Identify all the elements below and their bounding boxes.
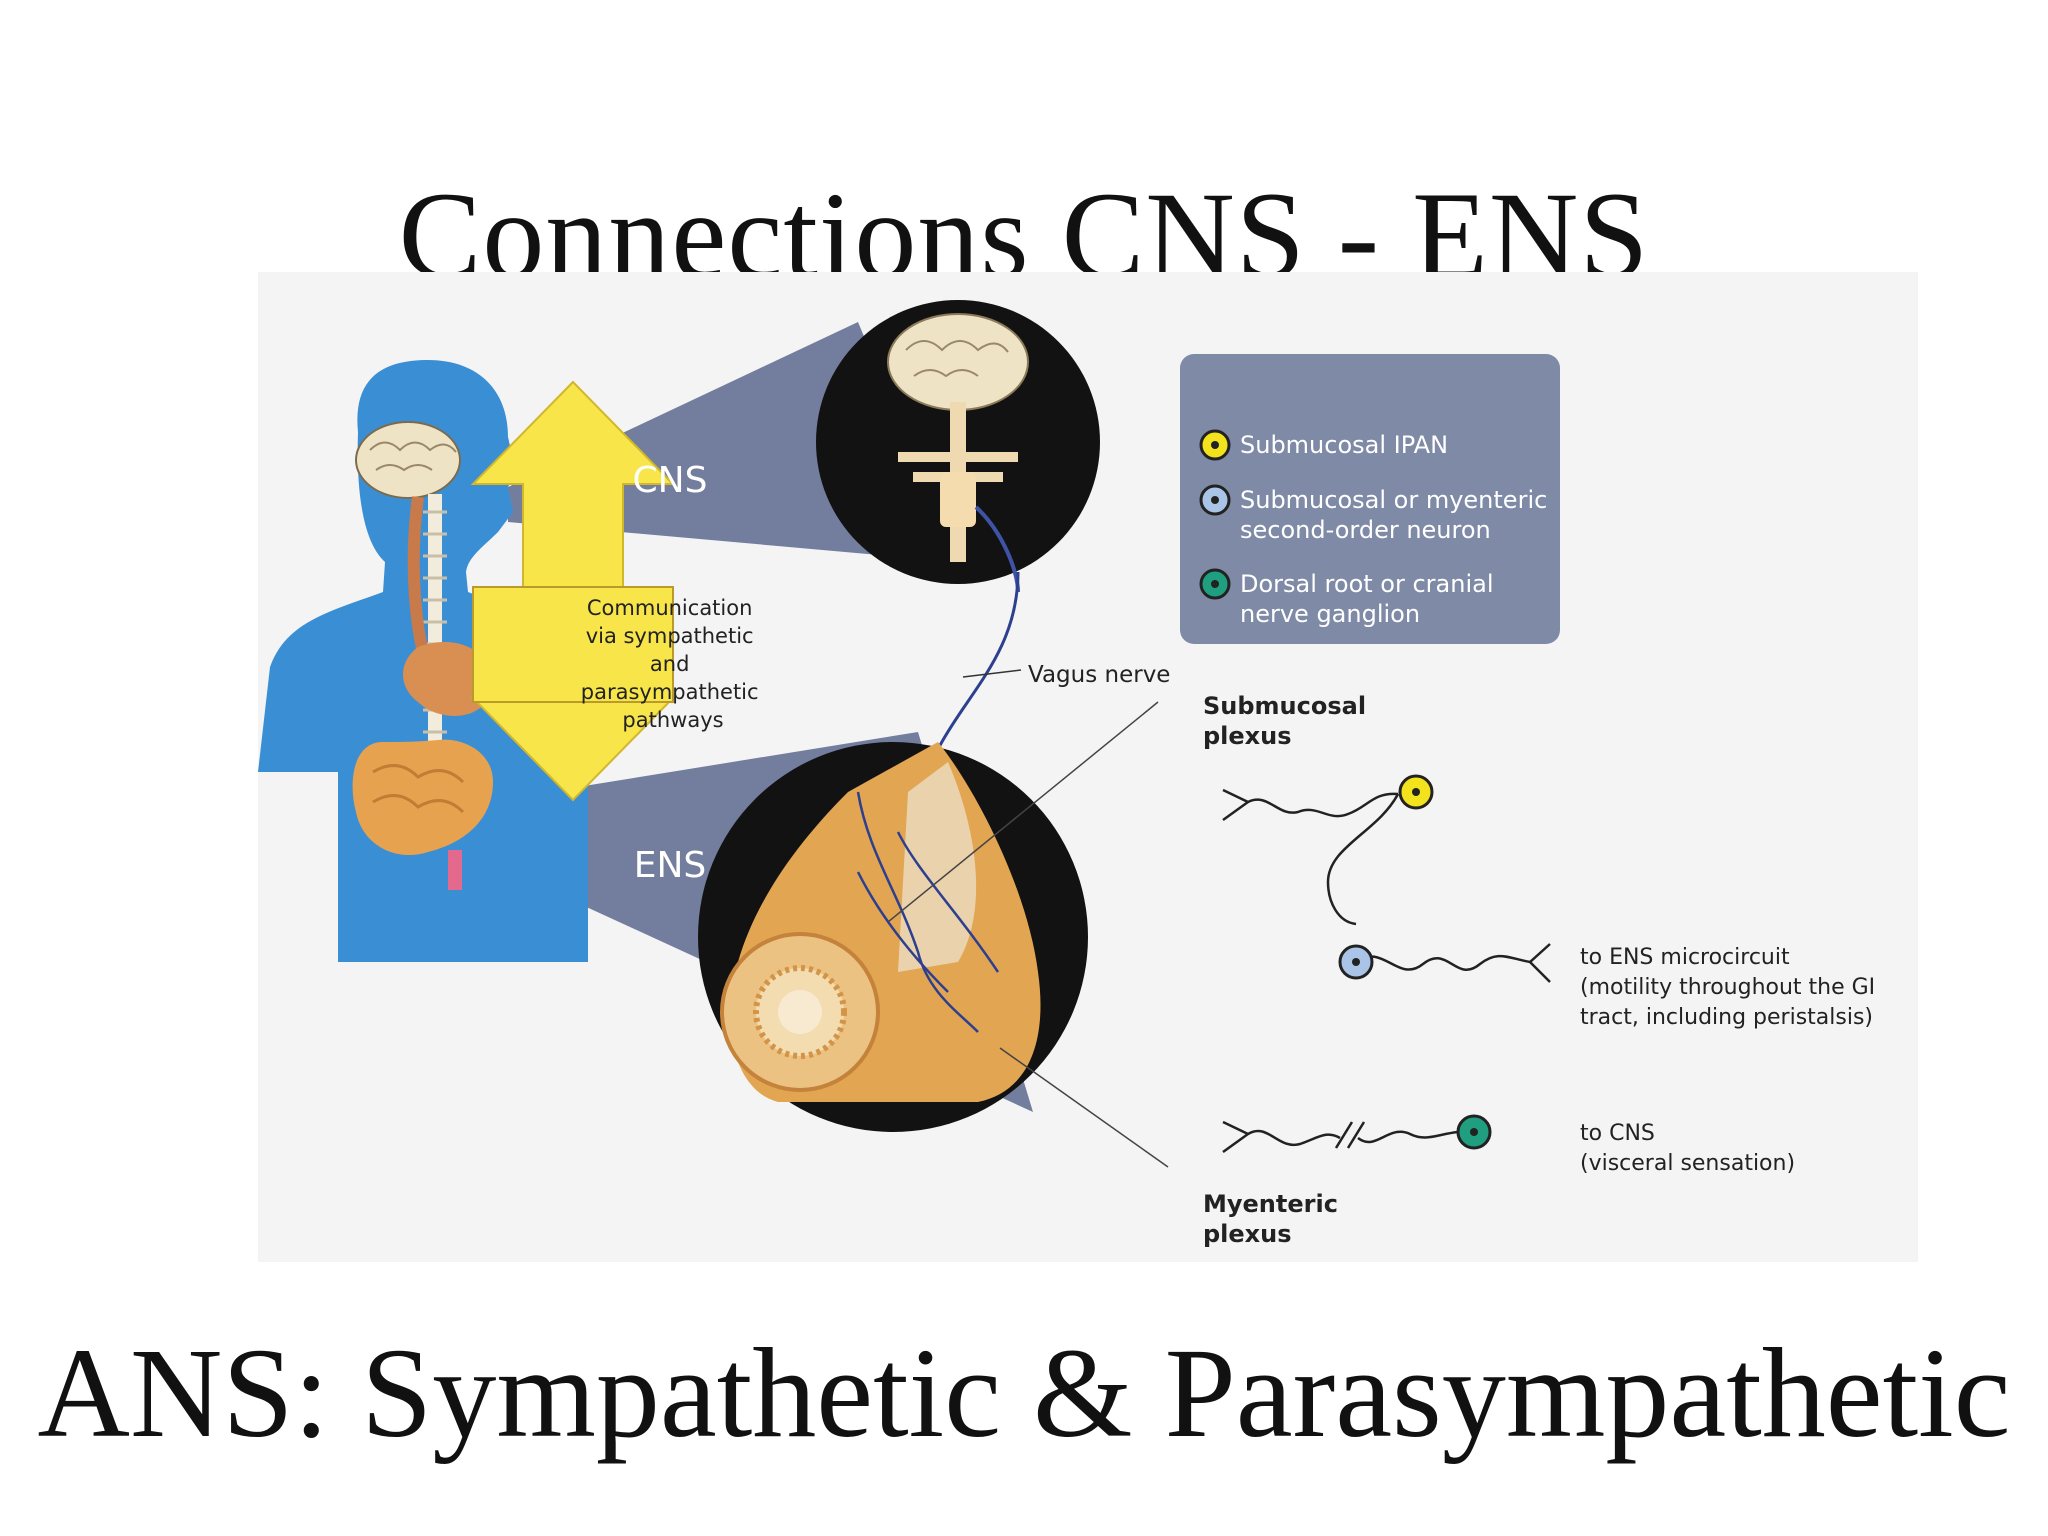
legend-panel [1180,354,1560,644]
myenteric-plexus-label: Myenteric plexus [1203,1190,1346,1248]
vagus-nerve-label: Vagus nerve [1028,662,1170,688]
svg-text:Dorsal root or cranial n: Dorsal root or cranial nerve ganglion [1240,570,1501,628]
communication-arrow-text: Communication via sympathetic and parasy… [581,596,766,732]
ens-output-label: to ENS microcircuit (motility throughout… [1580,945,1882,1030]
brain-icon [355,421,461,499]
legend-item-second-order: Submucosal or myenteric second-order neu… [1199,484,1555,544]
cns-label: CNS [633,460,708,501]
slide-bottom-title: ANS: Sympathetic & Parasympathetic [37,1322,2011,1464]
brain-icon [887,313,1029,411]
svg-text:Submucosal IPAN: Submucosal IPAN [1240,431,1448,459]
submucosal-plexus-label: Submucosal plexus [1203,692,1374,750]
legend-item-ganglion: Dorsal root or cranial nerve ganglion [1199,568,1501,628]
cns-circle [816,300,1100,593]
cns-output-label: to CNS (visceral sensation) [1580,1121,1795,1176]
cns-ens-diagram: Vagus nerve Submucosal plexus Myenteric … [258,272,1918,1262]
svg-text:Submucosal or myenteric: Submucosal or myenteric second-order neu… [1240,486,1555,544]
cns-neuron-circuit [1222,1120,1459,1154]
ens-label: ENS [634,845,707,886]
legend-item-ipan: Submucosal IPAN [1199,429,1448,461]
human-body-figure [258,360,588,962]
ens-circle [698,742,1088,1132]
ens-neuron-circuit [1222,788,1551,983]
intestines-icon [352,739,493,856]
communication-arrow [470,380,676,802]
stomach-icon [403,642,492,716]
